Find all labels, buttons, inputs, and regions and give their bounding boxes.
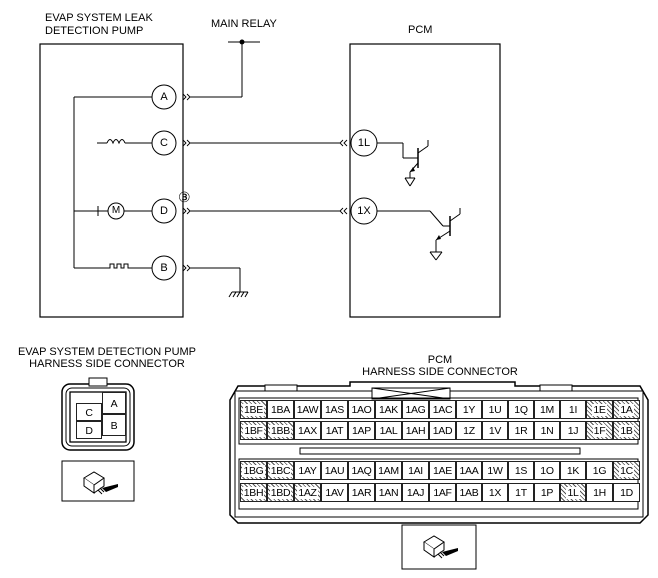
pcm-pin: 1AT [321,421,348,440]
pcm-pin: 1AI [402,461,429,480]
pcm-pin: 1BB [267,421,294,440]
wire-marker: ③ [178,189,191,205]
pcm-pin: 1V [482,421,508,440]
pcm-pin: 1AZ [294,483,321,502]
pump-term-c [151,130,177,156]
pump-term-d [151,198,177,224]
pcm-pin: 1J [560,421,586,440]
pcm-pin: 1A [613,400,640,419]
pcm-pin: 1AW [294,400,321,419]
pcm-pin: 1AQ [348,461,375,480]
pcm-pin: 1BG [240,461,267,480]
connector-view-icon [78,466,122,503]
pcm-label: PCM [408,24,433,36]
pcm-pin: 1AH [402,421,429,440]
pcm-pin: 1Z [456,421,482,440]
pcm-pin: 1BH [240,483,267,502]
pcm-pin: 1AM [375,461,402,480]
pcm-pin: 1AK [375,400,402,419]
pcm-pin: 1AV [321,483,348,502]
pcm-pin: 1AF [429,483,456,502]
pcm-pin: 1K [560,461,586,480]
pump-conn-title-line1: EVAP SYSTEM DETECTION PUMP [17,346,197,358]
pcm-pin: 1I [560,400,586,419]
pump-term-d-label: D [160,205,168,217]
pcm-pin: 1AG [402,400,429,419]
pump-pin-a: A [102,392,126,414]
pcm-pin: 1AN [375,483,402,502]
pump-term-a [151,84,177,110]
pcm-pin: 1BE [240,400,267,419]
pcm-pin: 1D [613,483,640,502]
pcm-pin: 1W [482,461,508,480]
pcm-pin: 1O [534,461,560,480]
pcm-pin: 1Y [456,400,482,419]
main-relay-label: MAIN RELAY [211,18,277,30]
pcm-pin: 1Q [508,400,534,419]
pump-pin-d: D [76,421,102,439]
ground-icon [228,291,249,298]
pcm-term-1l-label: 1L [357,137,371,149]
pcm-pin: 1BF [240,421,267,440]
pcm-pin: 1G [586,461,613,480]
pcm-conn-title-line2: HARNESS SIDE CONNECTOR [362,366,518,378]
pcm-pin: 1AL [375,421,402,440]
pcm-pin: 1AB [456,483,482,502]
pcm-pin: 1L [560,483,586,502]
pcm-pin: 1AU [321,461,348,480]
heater-icon [84,263,152,269]
pcm-pin: 1X [482,483,508,502]
pump-pin-b: B [102,414,126,436]
pcm-pin: 1P [534,483,560,502]
connector-view-icon [418,530,462,569]
pcm-pin: 1AD [429,421,456,440]
pcm-pin: 1AC [429,400,456,419]
pcm-pin: 1C [613,461,640,480]
pcm-pin: 1BD [267,483,294,502]
motor-label: M [111,205,121,216]
pcm-pin: 1AA [456,461,482,480]
pcm-pin: 1AE [429,461,456,480]
pump-box [39,43,184,318]
pump-pin-c: C [76,403,102,421]
pump-title-line2: DETECTION PUMP [45,25,144,37]
pump-title-line1: EVAP SYSTEM LEAK [45,12,153,24]
pcm-pin: 1R [508,421,534,440]
pcm-connector-housing [229,381,649,524]
pcm-pin: 1E [586,400,613,419]
pcm-pin: 1AX [294,421,321,440]
pcm-pin: 1F [586,421,613,440]
pcm-pin: 1S [508,461,534,480]
pcm-pin: 1N [534,421,560,440]
pcm-pin: 1AJ [402,483,429,502]
pcm-pin: 1BA [267,400,294,419]
pcm-box [349,43,501,318]
pcm-pin: 1U [482,400,508,419]
pump-term-b [151,255,177,281]
pcm-pin: 1B [613,421,640,440]
pcm-pin: 1T [508,483,534,502]
pump-conn-title-line2: HARNESS SIDE CONNECTOR [29,358,185,370]
pcm-pin: 1BC [267,461,294,480]
pcm-pin: 1AP [348,421,375,440]
coil-icon [106,139,126,145]
pump-term-a-label: A [160,91,168,103]
pump-term-b-label: B [160,262,168,274]
pcm-term-1x-label: 1X [357,205,371,217]
pcm-pin: 1M [534,400,560,419]
pcm-pin: 1AR [348,483,375,502]
pump-term-c-label: C [160,137,168,149]
pcm-conn-title-line1: PCM [427,354,453,366]
pcm-pin: 1AO [348,400,375,419]
pcm-pin: 1AS [321,400,348,419]
pcm-pin: 1H [586,483,613,502]
pcm-pin: 1AY [294,461,321,480]
